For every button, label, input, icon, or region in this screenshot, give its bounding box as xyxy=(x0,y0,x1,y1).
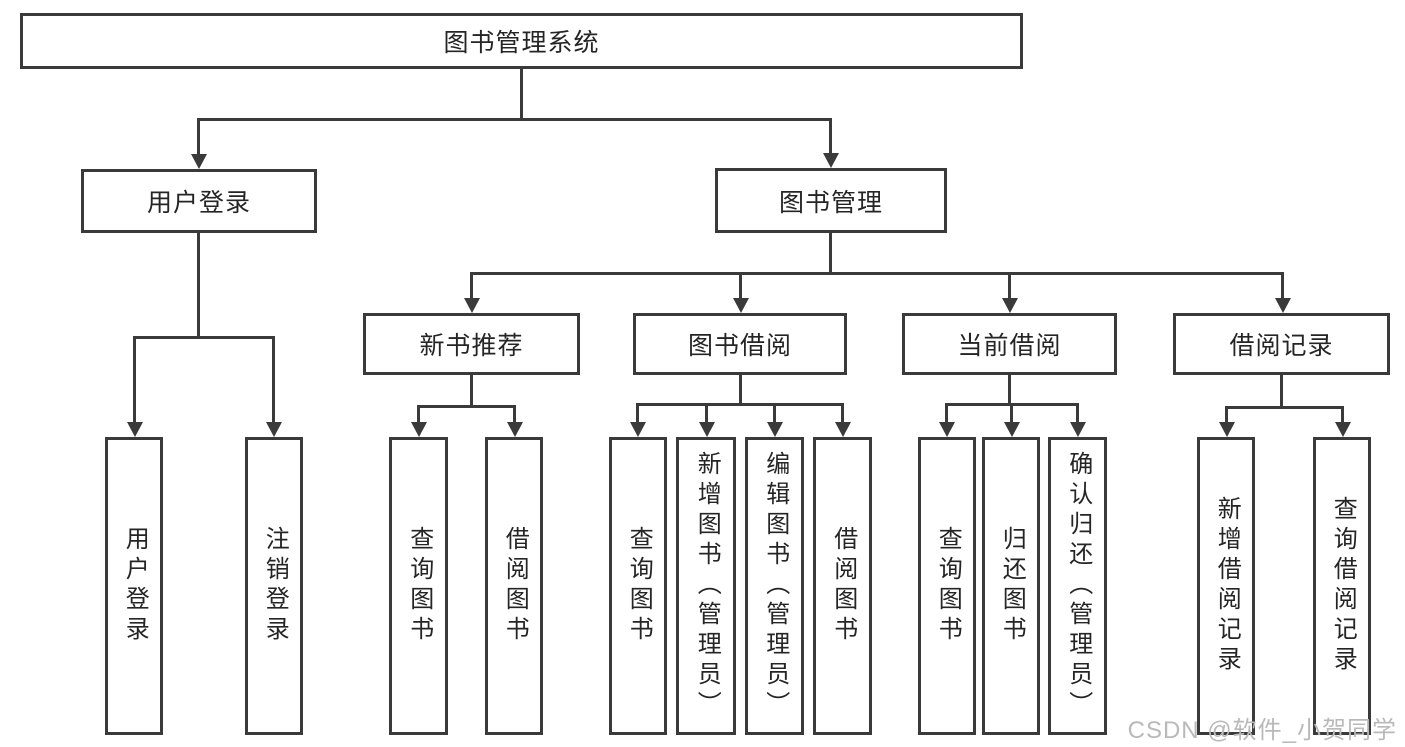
node-user-login: 用户登录 xyxy=(81,169,317,233)
connector-stem-book-management xyxy=(829,232,832,274)
connector-stem-root xyxy=(520,68,523,120)
node-label: 图书借阅 xyxy=(687,332,792,360)
arrow-to-leaf-add-borrow-record xyxy=(1225,406,1228,422)
node-label: 用户登录 xyxy=(146,189,251,217)
node-label: 图书管理系统 xyxy=(443,29,600,57)
arrow-to-leaf-edit-books xyxy=(773,403,776,422)
leaf-node-query-books-borrowing: 查询图书 xyxy=(609,437,667,735)
leaf-node-query-borrow-record: 查询借阅记录 xyxy=(1313,437,1371,735)
connector-bar-level3 xyxy=(470,272,1283,275)
node-label: 借阅图书 xyxy=(829,526,857,646)
node-current-borrowing: 当前借阅 xyxy=(902,313,1117,375)
connector-bar-level2 xyxy=(198,118,831,121)
node-label: 新书推荐 xyxy=(419,332,524,360)
connector-stem-current-borrowing xyxy=(1008,374,1011,405)
connector-stem-book-borrowing xyxy=(739,374,742,405)
leaf-node-edit-books-admin: 编辑图书（管理员） xyxy=(745,437,804,735)
node-book-management: 图书管理 xyxy=(715,168,947,233)
arrow-to-leaf-borrow-books-recommend xyxy=(513,405,516,422)
leaf-node-query-books-recommend: 查询图书 xyxy=(389,437,448,735)
arrow-to-book-borrowing xyxy=(739,272,742,298)
node-label: 查询图书 xyxy=(625,526,653,646)
arrow-to-leaf-query-borrow-record xyxy=(1341,406,1344,422)
node-label: 图书管理 xyxy=(778,188,883,217)
arrow-to-leaf-add-books xyxy=(705,403,708,422)
connector-stem-new-book-recommendation xyxy=(470,374,473,407)
node-label: 编辑图书（管理员） xyxy=(761,451,789,721)
node-label: 用户登录 xyxy=(121,526,149,646)
node-label: 归还图书 xyxy=(998,526,1026,646)
node-library-management-system: 图书管理系统 xyxy=(20,13,1023,69)
connector-bar-recommend-children xyxy=(417,405,515,408)
connector-stem-user-login xyxy=(197,232,200,338)
leaf-node-confirm-return-admin: 确认归还（管理员） xyxy=(1048,437,1107,735)
arrow-to-leaf-logout xyxy=(272,336,275,422)
arrow-to-leaf-return-books xyxy=(1010,403,1013,422)
node-borrowing-records: 借阅记录 xyxy=(1173,313,1390,375)
connector-bar-records-children xyxy=(1225,406,1343,409)
connector-bar-user-login-children xyxy=(134,336,274,339)
arrow-to-book-management xyxy=(829,118,832,153)
node-label: 新增图书（管理员） xyxy=(693,451,721,721)
connector-stem-borrowing-records xyxy=(1280,374,1283,408)
leaf-node-query-books-current: 查询图书 xyxy=(918,437,976,735)
node-label: 借阅记录 xyxy=(1229,332,1334,360)
arrow-to-borrowing-records xyxy=(1281,272,1284,298)
node-label: 查询借阅记录 xyxy=(1329,496,1357,676)
node-label: 注销登录 xyxy=(261,526,289,646)
node-label: 借阅图书 xyxy=(501,526,529,646)
leaf-node-add-books-admin: 新增图书（管理员） xyxy=(676,437,736,735)
leaf-node-borrow-books-recommend: 借阅图书 xyxy=(485,437,543,735)
arrow-to-leaf-user-login xyxy=(133,336,136,422)
node-label: 查询图书 xyxy=(405,526,433,646)
leaf-node-return-books: 归还图书 xyxy=(982,437,1040,735)
arrow-to-leaf-confirm-return xyxy=(1076,403,1079,422)
connector-bar-borrowing-children xyxy=(636,403,843,406)
arrow-to-new-book-recommendation xyxy=(470,272,473,298)
arrow-to-leaf-borrow-books xyxy=(841,403,844,422)
node-book-borrowing: 图书借阅 xyxy=(633,313,847,375)
arrow-to-user-login xyxy=(197,118,200,154)
node-label: 确认归还（管理员） xyxy=(1064,451,1092,721)
leaf-node-add-borrow-record: 新增借阅记录 xyxy=(1197,437,1255,735)
arrow-to-leaf-query-books-current xyxy=(945,403,948,422)
leaf-node-borrow-books: 借阅图书 xyxy=(813,437,872,735)
arrow-to-leaf-query-books-recommend xyxy=(417,405,420,422)
node-label: 新增借阅记录 xyxy=(1213,496,1241,676)
node-new-book-recommendation: 新书推荐 xyxy=(363,313,580,375)
arrow-to-current-borrowing xyxy=(1008,272,1011,298)
leaf-node-logout: 注销登录 xyxy=(245,437,303,735)
arrow-to-leaf-query-books-borrowing xyxy=(636,403,639,422)
node-label: 查询图书 xyxy=(934,526,962,646)
leaf-node-user-login: 用户登录 xyxy=(105,437,163,735)
node-label: 当前借阅 xyxy=(957,332,1062,360)
csdn-watermark: CSDN @软件_小贺同学 xyxy=(1127,717,1397,744)
